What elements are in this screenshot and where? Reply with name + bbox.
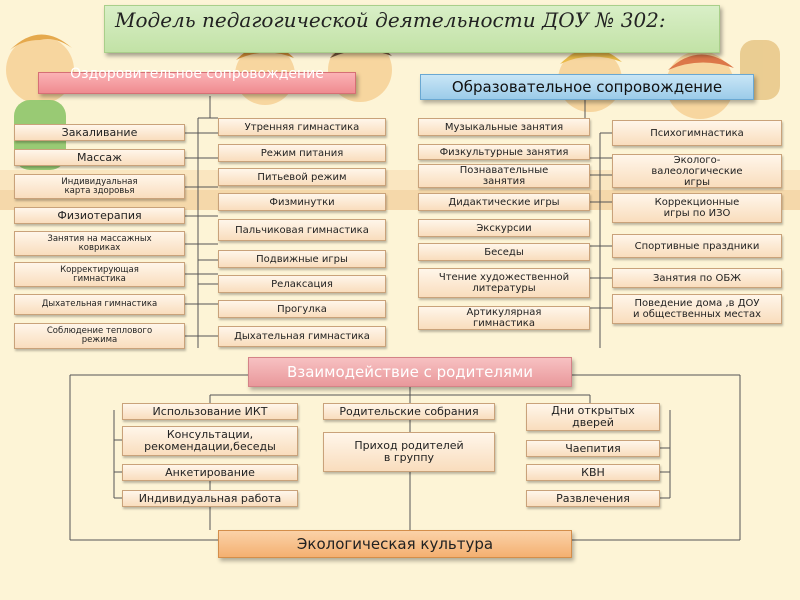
health-right-item: Прогулка — [218, 300, 386, 318]
education-header: Образовательное сопровождение — [420, 74, 754, 100]
page-title: Модель педагогической деятельности ДОУ №… — [104, 5, 720, 53]
health-left-item: Закаливание — [14, 124, 185, 141]
ecology-footer: Экологическая культура — [218, 530, 572, 558]
education-left-item: Артикулярная гимнастика — [418, 306, 590, 330]
parents-col3-item: Развлечения — [526, 490, 660, 507]
education-right-item: Занятия по ОБЖ — [612, 268, 782, 288]
education-left-item: Экскурсии — [418, 219, 590, 237]
health-right-item: Питьевой режим — [218, 168, 386, 186]
health-left-item: Физиотерапия — [14, 207, 185, 224]
education-right-item: Поведение дома ,в ДОУ и общественных мес… — [612, 294, 782, 324]
parents-header: Взаимодействие с родителями — [248, 357, 572, 387]
health-left-item: Индивидуальная карта здоровья — [14, 174, 185, 199]
health-left-item: Соблюдение теплового режима — [14, 323, 185, 349]
education-left-item: Беседы — [418, 243, 590, 261]
parents-col3-item: КВН — [526, 464, 660, 481]
parents-col2-item: Приход родителей в группу — [323, 432, 495, 472]
education-left-item: Чтение художественной литературы — [418, 268, 590, 298]
health-left-item: Корректирующая гимнастика — [14, 262, 185, 287]
parents-col1-item: Анкетирование — [122, 464, 298, 481]
education-left-item: Дидактические игры — [418, 193, 590, 211]
education-right-item: Спортивные праздники — [612, 234, 782, 258]
education-right-item: Коррекционные игры по ИЗО — [612, 193, 782, 223]
parents-col2-item: Родительские собрания — [323, 403, 495, 420]
education-right-item: Эколого- валеологические игры — [612, 154, 782, 188]
health-left-item: Занятия на массажных ковриках — [14, 231, 185, 256]
health-right-item: Физминутки — [218, 193, 386, 211]
health-right-item: Режим питания — [218, 144, 386, 162]
parents-col1-item: Индивидуальная работа — [122, 490, 298, 507]
health-right-item: Пальчиковая гимнастика — [218, 219, 386, 241]
health-right-item: Подвижные игры — [218, 250, 386, 268]
education-left-item: Музыкальные занятия — [418, 118, 590, 136]
health-left-item: Массаж — [14, 149, 185, 166]
education-left-item: Физкультурные занятия — [418, 144, 590, 160]
parents-col1-item: Консультации, рекомендации,беседы — [122, 426, 298, 456]
health-left-item: Дыхательная гимнастика — [14, 294, 185, 315]
health-header: Оздоровительное сопровождение — [38, 67, 356, 94]
health-right-item: Дыхательная гимнастика — [218, 326, 386, 347]
parents-col3-item: Дни открытых дверей — [526, 403, 660, 431]
education-right-item: Психогимнастика — [612, 120, 782, 146]
parents-col3-item: Чаепития — [526, 440, 660, 457]
education-left-item: Познавательные занятия — [418, 164, 590, 188]
parents-col1-item: Использование ИКТ — [122, 403, 298, 420]
health-right-item: Релаксация — [218, 275, 386, 293]
connector-lines — [69, 96, 741, 541]
health-right-item: Утренняя гимнастика — [218, 118, 386, 136]
